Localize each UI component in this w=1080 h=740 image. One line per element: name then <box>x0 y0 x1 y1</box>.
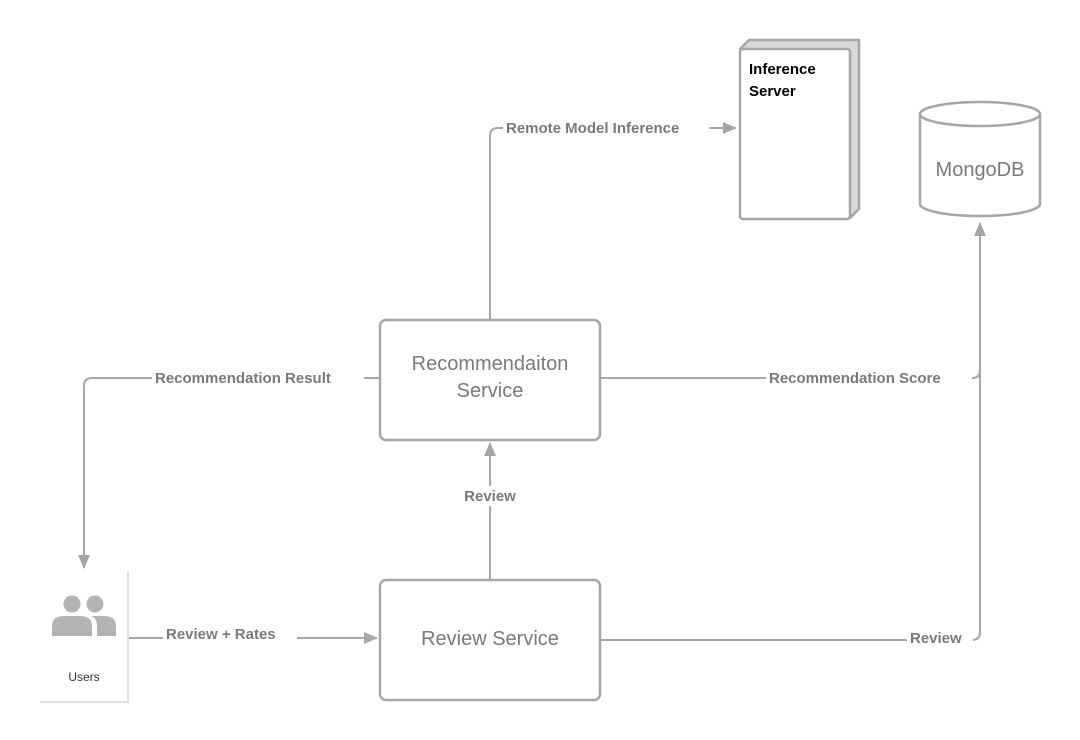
label-review-db: Review <box>910 630 962 647</box>
recommendation-service-node[interactable]: Recommendaiton Service <box>378 318 602 442</box>
inference-server-label-line1: Inference <box>749 61 816 78</box>
label-recommendation-score: Recommendation Score <box>769 370 941 387</box>
label-review-rates: Review + Rates <box>166 626 276 643</box>
inference-server-label-line2: Server <box>749 83 796 100</box>
label-recommendation-result: Recommendation Result <box>155 370 331 387</box>
review-service-node[interactable]: Review Service <box>378 578 602 702</box>
recommendation-service-label-line1: Recommendaiton <box>412 353 569 375</box>
mongodb-label: MongoDB <box>936 159 1025 181</box>
review-service-label: Review Service <box>421 628 559 650</box>
edge-remote-inference[interactable] <box>489 122 737 320</box>
users-label: Users <box>68 670 99 684</box>
label-remote-model-inference: Remote Model Inference <box>506 120 679 137</box>
mongodb-node[interactable]: MongoDB <box>918 100 1042 218</box>
recommendation-service-label-line2: Service <box>457 380 524 402</box>
users-icon <box>52 595 116 636</box>
users-node[interactable]: Users <box>40 572 129 703</box>
inference-server-node[interactable]: Inference Server <box>738 38 861 221</box>
edge-recommendation-result[interactable] <box>78 377 380 569</box>
edge-review-db[interactable] <box>600 222 986 641</box>
label-review-up: Review <box>464 488 516 505</box>
